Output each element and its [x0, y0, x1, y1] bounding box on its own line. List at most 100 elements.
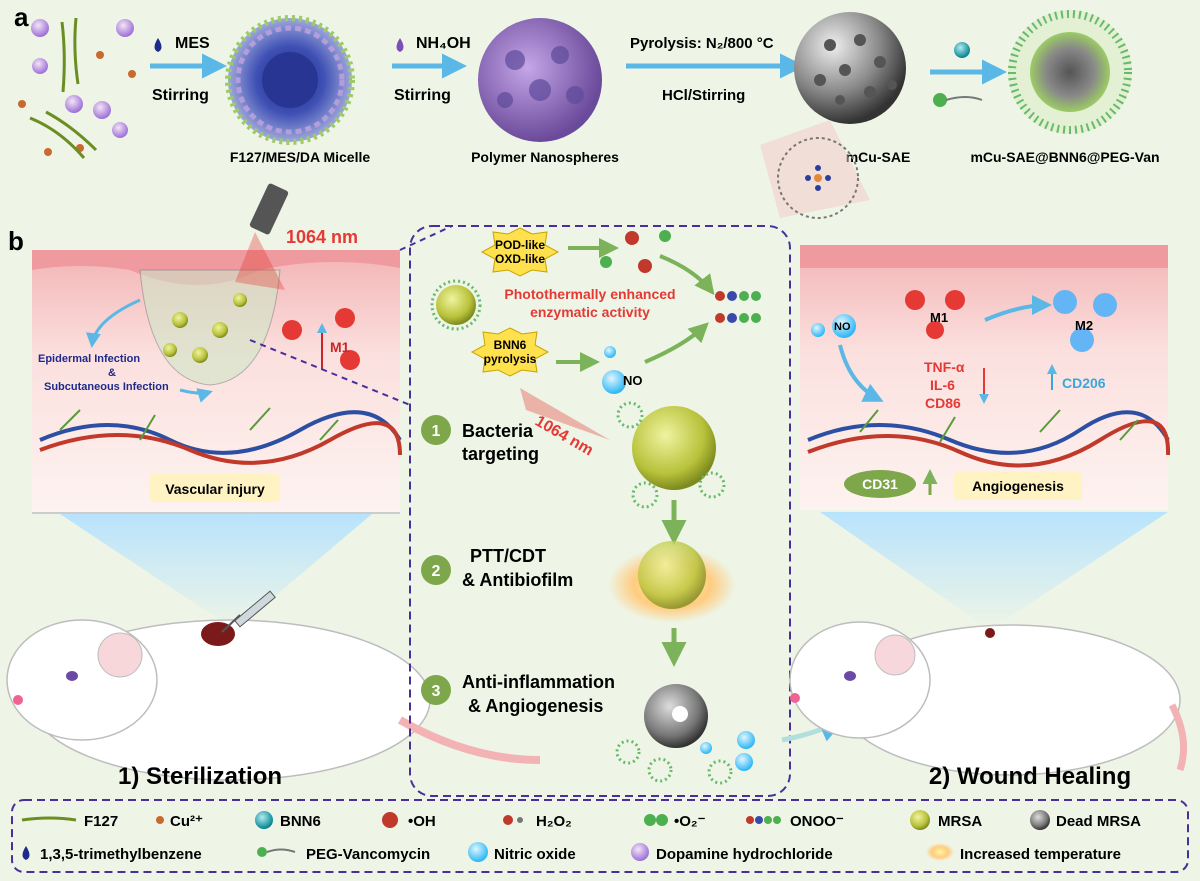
no-icon [468, 842, 488, 862]
mcu-sae-sphere [794, 12, 906, 124]
panel-a-label: a [14, 2, 29, 32]
bacteria-target [616, 401, 726, 509]
heated-bacteria [608, 541, 736, 623]
step2-l2: & Antibiofilm [462, 570, 573, 590]
step2-action: Stirring [394, 87, 451, 104]
infection-line1: Epidermal Infection [38, 353, 140, 365]
nh4oh-droplet-icon [396, 38, 404, 52]
m1-macrophages-left [282, 308, 360, 370]
mechanism-box [409, 225, 791, 797]
step2-l1: PTT/CDT [470, 546, 546, 566]
infection-line2: Subcutaneous Infection [44, 381, 169, 393]
infection-amp: & [108, 367, 116, 379]
step3-circle [421, 675, 451, 705]
f127-icon [21, 816, 77, 822]
nanospheres-label: Polymer Nanospheres [471, 149, 619, 165]
step1-circle [421, 415, 451, 445]
step2-reagent: NH₄OH [416, 35, 471, 52]
wound-healing-label: 2) Wound Healing [929, 763, 1131, 790]
cd31-badge [844, 470, 916, 498]
onoo-molecules [715, 291, 761, 323]
final-particle [1008, 10, 1132, 134]
legend: F127 Cu²⁺ BNN6 •OH H₂O₂ •O₂⁻ ONOO⁻ MRSA … [21, 810, 1141, 863]
bnn6-pyrolysis-star [470, 327, 550, 377]
step3-top: Pyrolysis: N₂/800 °C [630, 35, 774, 52]
il6-label: IL-6 [930, 377, 955, 393]
step3-bottom: HCl/Stirring [662, 87, 745, 104]
dead-mrsa-icon [1030, 810, 1050, 830]
final-label: mCu-SAE@BNN6@PEG-Van [970, 149, 1159, 165]
legend-onoo: ONOO⁻ [790, 813, 844, 830]
step1-action: Stirring [152, 87, 209, 104]
legend-f127: F127 [84, 813, 118, 830]
pod-line2: OXD-like [495, 252, 545, 266]
left-mouse [6, 619, 541, 781]
no-label: NO [623, 373, 643, 388]
right-beam [820, 512, 1168, 630]
legend-tmb: 1,3,5-trimethylbenzene [40, 846, 202, 863]
temperature-icon [926, 843, 954, 861]
cd86-label: CD86 [925, 395, 961, 411]
legend-oh: •OH [408, 813, 436, 830]
left-skin-panel [32, 250, 402, 514]
oh-icon [382, 812, 398, 828]
step1-reagent: MES [175, 35, 210, 52]
tmb-icon [22, 846, 30, 860]
bnn6-line2: pyrolysis [484, 352, 537, 366]
angiogenesis-label: Angiogenesis [972, 478, 1064, 494]
nanozyme-particle [436, 285, 476, 325]
legend-h2o2: H₂O₂ [536, 813, 572, 830]
sterilization-label: 1) Sterilization [118, 763, 282, 790]
syringe-icon [221, 590, 276, 633]
panel-b-label: b [8, 226, 24, 256]
dead-bacteria [615, 684, 755, 785]
legend-box [11, 799, 1189, 873]
pod-oxd-star [480, 227, 560, 277]
step1-l2: targeting [462, 444, 539, 464]
m1-macrophages-right [905, 290, 965, 339]
step2-num: 2 [432, 563, 441, 580]
bnn6-line1: BNN6 [494, 338, 527, 352]
enhance-line2: enzymatic activity [530, 304, 650, 320]
laser-device-icon [249, 183, 289, 235]
onoo-icon [746, 816, 754, 824]
no-molecule [602, 370, 626, 394]
single-atom-structure-inset [760, 120, 870, 219]
legend-dead: Dead MRSA [1056, 813, 1141, 830]
enhance-line1: Photothermally enhanced [504, 286, 675, 302]
left-beam [60, 514, 372, 630]
legend-dopamine: Dopamine hydrochloride [656, 846, 833, 863]
step1-l1: Bacteria [462, 421, 534, 441]
m2-macrophages [1053, 290, 1117, 352]
legend-temp: Increased temperature [960, 846, 1121, 863]
step1-num: 1 [432, 423, 441, 440]
sae-label: mCu-SAE [846, 149, 911, 165]
tnf-label: TNF-α [924, 359, 965, 375]
m1-left-label: M1 [330, 339, 350, 355]
no-right-label: NO [834, 321, 851, 333]
bnn6-icon [255, 811, 273, 829]
raw-materials [18, 17, 136, 159]
pod-line1: POD-like [495, 238, 545, 252]
h2o2-icon [503, 815, 513, 825]
vascular-injury-label: Vascular injury [165, 481, 265, 497]
polymer-nanosphere [478, 18, 602, 142]
step3-l2: & Angiogenesis [468, 696, 603, 716]
cd31-label: CD31 [862, 476, 898, 492]
dopamine-icon [631, 843, 649, 861]
vascular-injury-box [150, 474, 280, 502]
legend-o2: •O₂⁻ [674, 813, 706, 830]
legend-mrsa: MRSA [938, 813, 982, 830]
step3-l1: Anti-inflammation [462, 672, 615, 692]
cd206-label: CD206 [1062, 375, 1106, 391]
legend-bnn6: BNN6 [280, 813, 321, 830]
bnn6-small-icon [954, 42, 970, 58]
cu-icon [156, 816, 164, 824]
right-mouse [789, 621, 1188, 776]
o2-icon [644, 814, 656, 826]
laser-left-label: 1064 nm [286, 227, 358, 247]
step2-circle [421, 555, 451, 585]
legend-nitric: Nitric oxide [494, 846, 576, 863]
